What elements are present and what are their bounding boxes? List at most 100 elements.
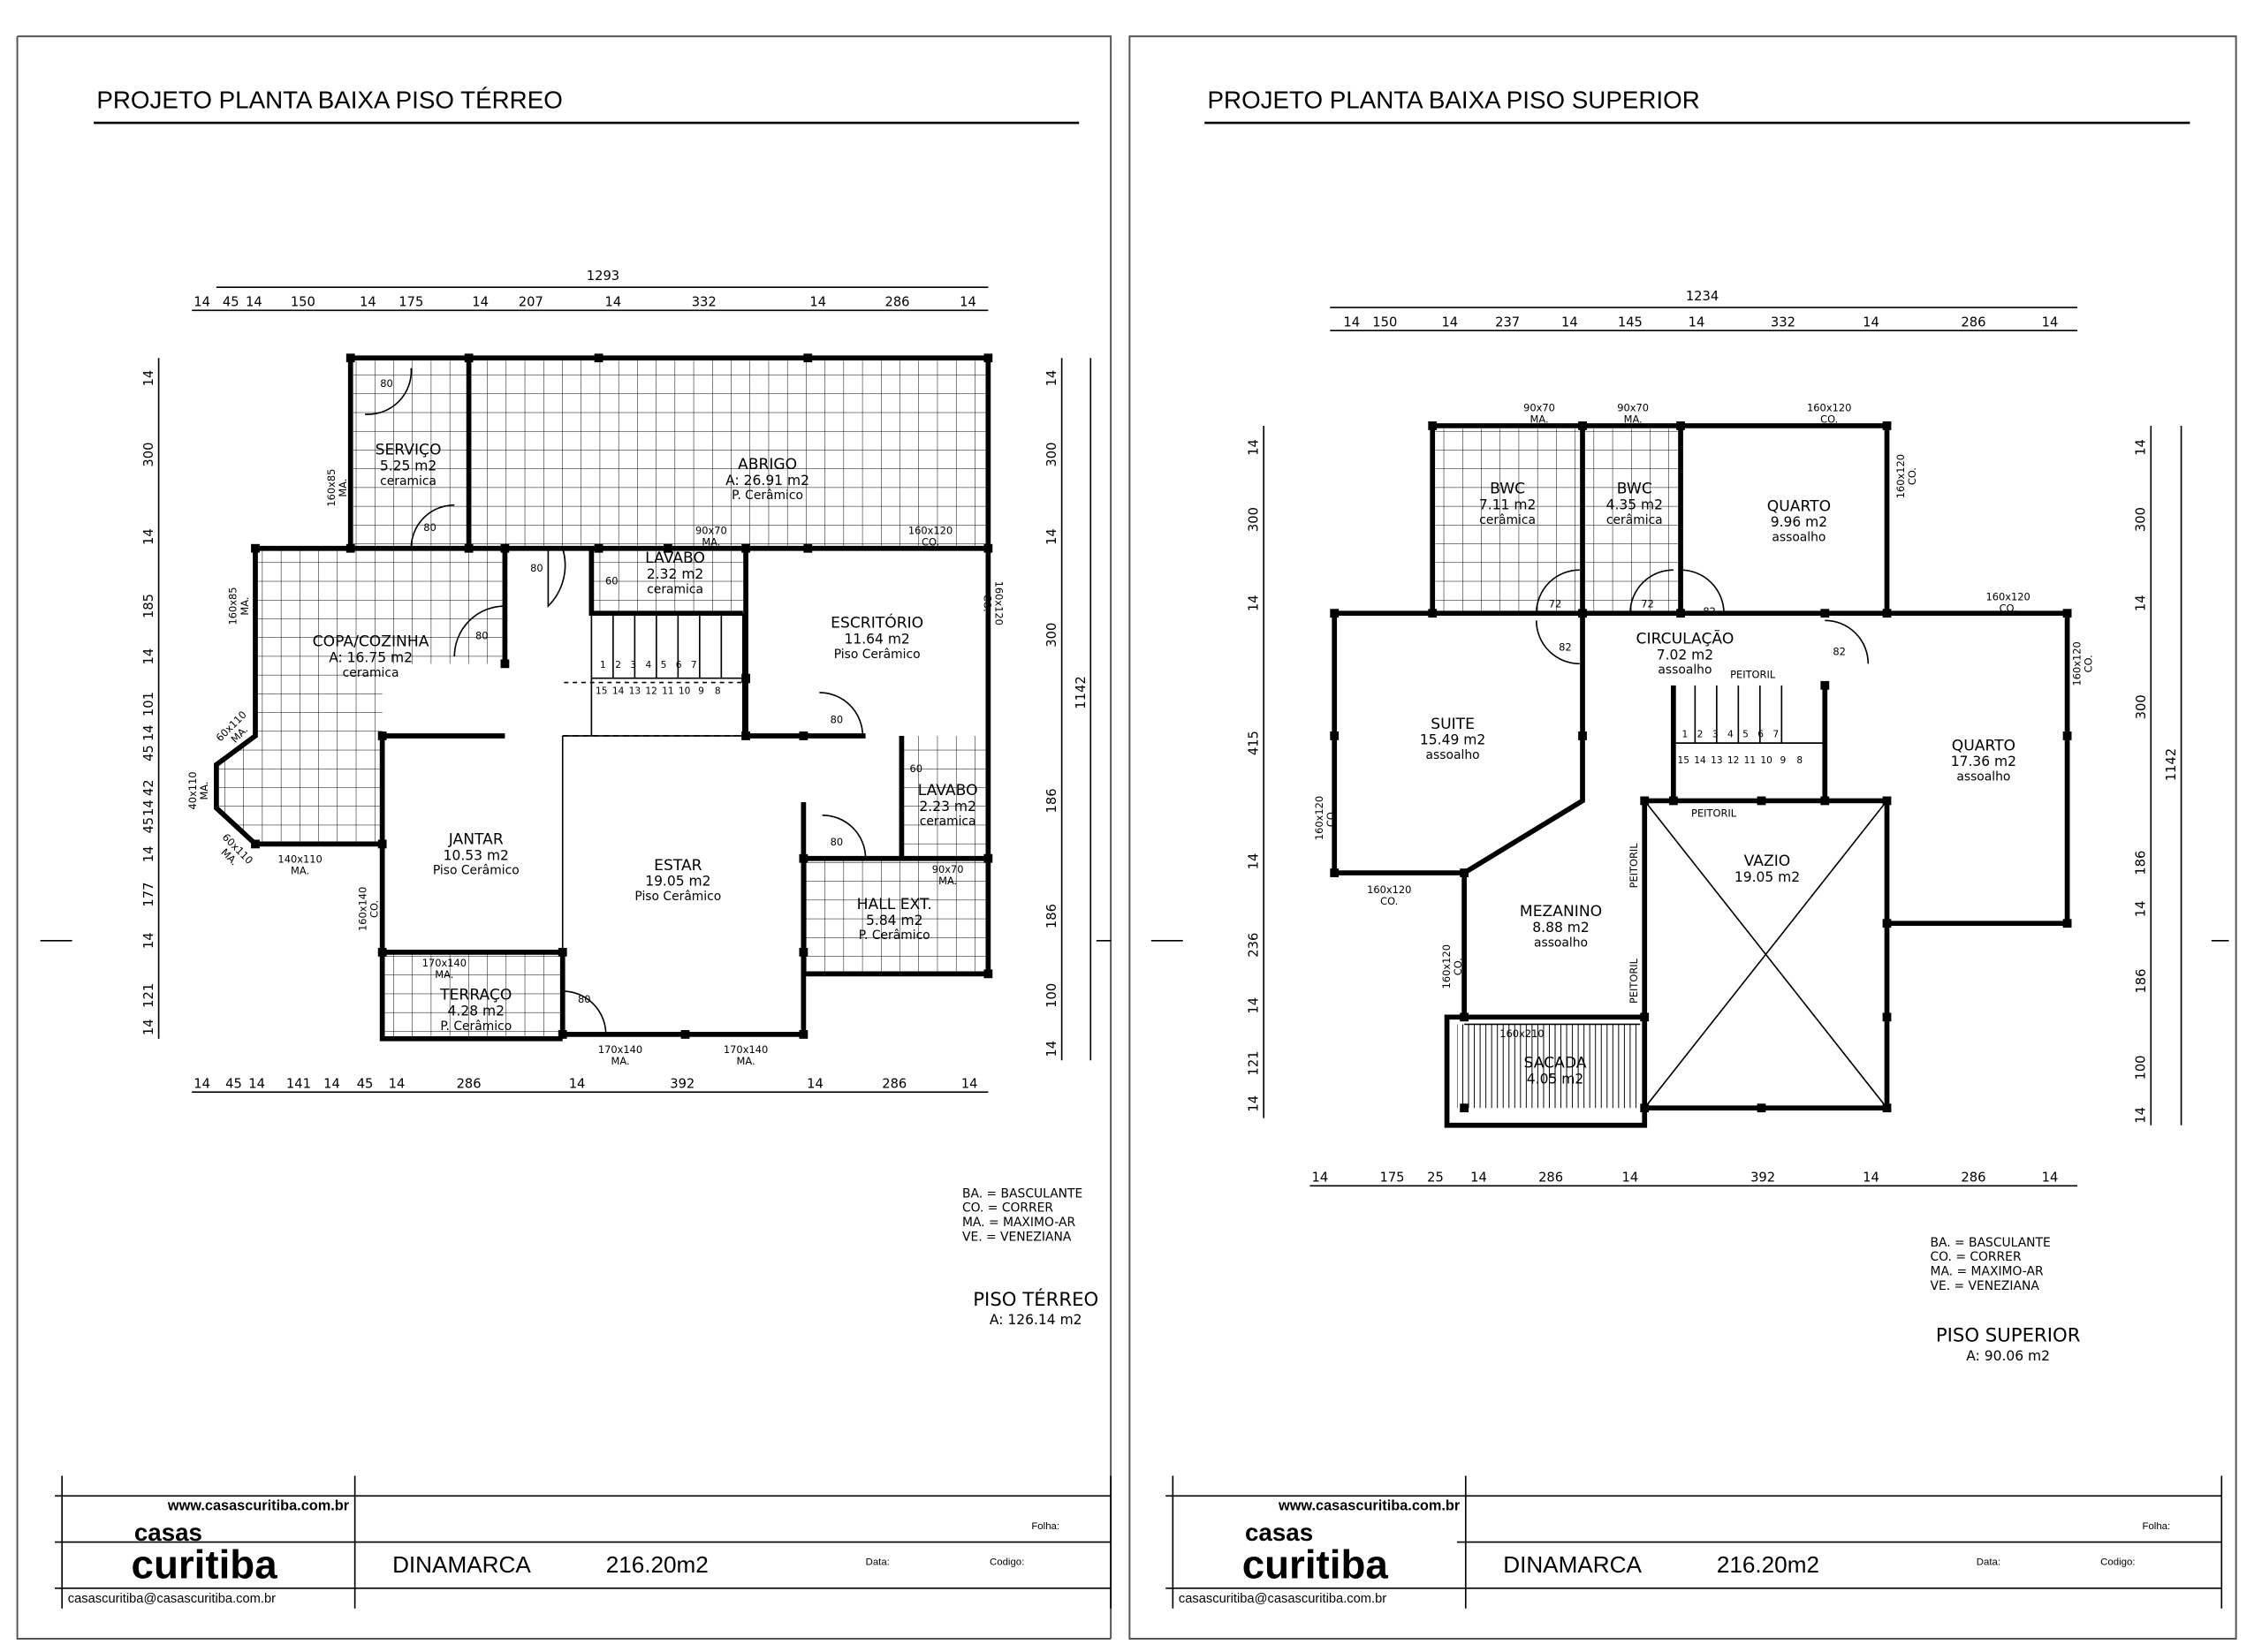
project-name: DINAMARCA xyxy=(1503,1551,1642,1578)
dimension-label: 186 xyxy=(1044,788,1059,813)
dimension-label: 332 xyxy=(1771,314,1795,330)
dimension-label: 286 xyxy=(882,1076,907,1091)
dimension-label: 45 xyxy=(223,294,239,309)
dimension-label: 100 xyxy=(1044,983,1059,1008)
dimension-label: 207 xyxy=(519,294,543,309)
dimension-label: 14 xyxy=(194,294,210,309)
legend-item: VE. = VENEZIANA xyxy=(962,1230,1072,1244)
project-name: DINAMARCA xyxy=(392,1551,531,1578)
dimension-label: 286 xyxy=(457,1076,482,1091)
room-name: MEZANINO xyxy=(1520,903,1602,921)
opening-annotation: 160x85MA. xyxy=(325,469,349,507)
room-name: SUITE xyxy=(1431,716,1475,733)
room-area: 9.96 m2 xyxy=(1771,514,1827,530)
stair-step-number: 11 xyxy=(662,686,674,697)
opening-annotation: 60 xyxy=(605,575,619,587)
dimension-label: 186 xyxy=(2134,851,2149,875)
stair-step-number: 15 xyxy=(1678,754,1690,766)
dimension-label: 14 xyxy=(1863,1170,1879,1185)
dimension-label: 14 xyxy=(141,370,156,387)
room-finish: Piso Cerâmico xyxy=(634,890,721,904)
room-finish: assoalho xyxy=(1658,663,1712,678)
stair-step-number: 11 xyxy=(1744,754,1757,766)
dimension-label: 14 xyxy=(1044,370,1059,387)
opening-annotation: 80 xyxy=(578,993,591,1005)
sheet-number-label: Folha: xyxy=(1031,1521,1059,1532)
dimension-label: 14 xyxy=(194,1076,210,1091)
dimension-label: 45 xyxy=(225,1076,242,1091)
dimension-label: 300 xyxy=(1044,443,1059,467)
dimension-label: 300 xyxy=(141,443,156,467)
opening-annotation: 82 xyxy=(1703,605,1716,618)
dimension-label: 100 xyxy=(2134,1055,2149,1080)
room-area: 17.36 m2 xyxy=(1951,754,2016,769)
dimension-label: 175 xyxy=(399,294,423,309)
dimension-label: 300 xyxy=(2134,694,2149,719)
code-label: Codigo: xyxy=(2100,1557,2135,1568)
dimension-label: 14 xyxy=(248,1076,265,1091)
dimension-label: 14 xyxy=(1441,314,1458,330)
stair-step-number: 9 xyxy=(698,686,704,697)
dimension-label: 14 xyxy=(960,294,976,309)
opening-annotation: 160x140CO. xyxy=(357,887,381,931)
room-area: 4.35 m2 xyxy=(1606,497,1663,513)
dimension-label: 14 xyxy=(1312,1170,1329,1185)
floor-area: A: 90.06 m2 xyxy=(1966,1348,2050,1364)
date-label: Data: xyxy=(866,1557,890,1568)
dimension-label: 237 xyxy=(1495,314,1520,330)
dimension-label: 14 xyxy=(141,932,156,949)
opening-annotation: 72 xyxy=(1549,598,1562,610)
room-name: JANTAR xyxy=(448,830,504,848)
opening-annotation: 160x85MA. xyxy=(227,587,251,625)
dimension-label: 14 xyxy=(809,294,826,309)
room-finish: Piso Cerâmico xyxy=(834,648,921,662)
logo-text: curitiba xyxy=(1242,1542,1389,1587)
dimension-label: 14 xyxy=(1247,853,1262,870)
dimension-label: 150 xyxy=(1372,314,1397,330)
stair-step-number: 10 xyxy=(679,686,691,697)
opening-annotation: 82 xyxy=(1559,641,1572,654)
dimension-label: 286 xyxy=(1961,1170,1985,1185)
dimension-label: 14 xyxy=(141,724,156,741)
dimension-label: 14 xyxy=(2134,439,2149,456)
email-link: casascuritiba@casascuritiba.com.br xyxy=(68,1592,276,1606)
opening-annotation: PEITORIL xyxy=(1628,843,1640,889)
legend-item: BA. = BASCULANTE xyxy=(1930,1236,2050,1250)
dimension-label: 45 xyxy=(141,745,156,762)
dimension-label: 177 xyxy=(141,883,156,907)
dimension-label: 14 xyxy=(1561,314,1578,330)
room-area: 15.49 m2 xyxy=(1420,732,1485,748)
dimension-label: 42 xyxy=(141,779,156,796)
legend-item: CO. = CORRER xyxy=(962,1201,1053,1216)
room-area: 2.32 m2 xyxy=(647,566,703,582)
stair-step-number: 15 xyxy=(596,686,608,697)
stair-step-number: 6 xyxy=(1757,729,1764,740)
dimension-label: 14 xyxy=(323,1076,340,1091)
stair-step-number: 12 xyxy=(1727,754,1740,766)
opening-annotation: 80 xyxy=(423,521,436,534)
room-area: A: 26.91 m2 xyxy=(725,473,809,489)
room-name: ABRIGO xyxy=(738,456,797,474)
stair-step-number: 12 xyxy=(645,686,657,697)
room-area: 5.84 m2 xyxy=(866,913,922,928)
room-name: ESTAR xyxy=(654,857,702,875)
room-name: HALL EXT. xyxy=(857,896,932,913)
stair-step-number: 5 xyxy=(661,659,667,671)
dimension-label: 141 xyxy=(286,1076,311,1091)
dimension-label: 14 xyxy=(141,1019,156,1035)
room-finish: assoalho xyxy=(1956,770,2010,784)
dimension-label: 14 xyxy=(1247,1095,1262,1112)
dimension-total: 1293 xyxy=(587,269,619,284)
stair-step-number: 8 xyxy=(1796,754,1803,766)
room-finish: assoalho xyxy=(1534,936,1588,950)
dimension-label: 14 xyxy=(569,1076,586,1091)
opening-annotation: 40x110MA. xyxy=(186,771,210,809)
room-area: 4.28 m2 xyxy=(448,1004,505,1019)
stair-step-number: 7 xyxy=(691,659,697,671)
legend-item: BA. = BASCULANTE xyxy=(962,1186,1082,1201)
room-finish: P. Cerâmico xyxy=(732,489,803,503)
